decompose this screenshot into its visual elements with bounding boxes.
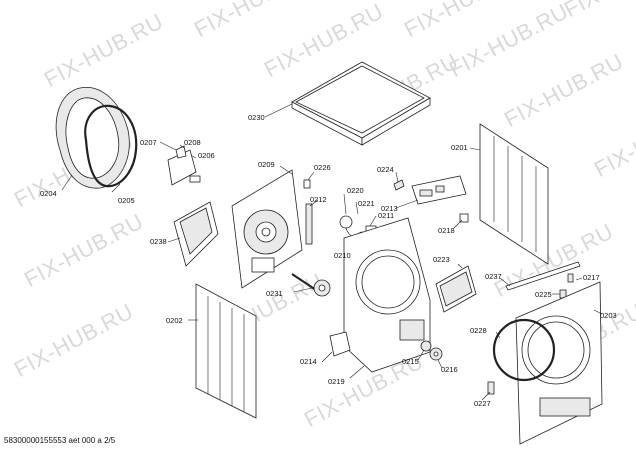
callout-0204: 0204: [40, 189, 57, 198]
callout-0216: 0216: [441, 365, 458, 374]
part-drum-rear-wall[interactable]: [343, 217, 431, 379]
callout-0207: 0207: [140, 138, 157, 147]
part-clip-0226[interactable]: [303, 171, 315, 189]
part-0215[interactable]: [417, 340, 432, 361]
callout-0210: 0210: [334, 251, 351, 260]
part-0227[interactable]: [481, 381, 495, 401]
part-0217[interactable]: [567, 273, 583, 283]
callout-0227: 0227: [474, 399, 491, 408]
part-door-lock[interactable]: [159, 141, 201, 186]
callout-0206: 0206: [198, 151, 215, 160]
part-side-panel-left[interactable]: [188, 283, 257, 419]
callout-0218: 0218: [438, 226, 455, 235]
callout-0202: 0202: [166, 316, 183, 325]
part-axle[interactable]: [291, 273, 331, 297]
part-rod-0212[interactable]: [305, 199, 319, 245]
callout-0221: 0221: [358, 199, 375, 208]
callout-0228: 0228: [470, 326, 487, 335]
callout-0201: 0201: [451, 143, 468, 152]
callout-0215: 0215: [402, 357, 419, 366]
callout-0238: 0238: [150, 237, 167, 246]
part-strip-0237[interactable]: [499, 261, 581, 291]
part-0225[interactable]: [552, 289, 567, 299]
part-0224[interactable]: [393, 171, 405, 191]
callout-0208: 0208: [184, 138, 201, 147]
callout-0223: 0223: [433, 255, 450, 264]
callout-0209: 0209: [258, 160, 275, 169]
part-top-cover[interactable]: [264, 61, 431, 146]
callout-0213: 0213: [381, 204, 398, 213]
part-control-strip[interactable]: [395, 175, 467, 209]
callout-0231: 0231: [266, 289, 283, 298]
callout-0224: 0224: [377, 165, 394, 174]
callout-0217: 0217: [583, 273, 600, 282]
part-bracket[interactable]: [167, 201, 219, 267]
callout-0205: 0205: [118, 196, 135, 205]
part-0218[interactable]: [453, 213, 469, 229]
callout-0214: 0214: [300, 357, 317, 366]
part-0214[interactable]: [321, 331, 351, 363]
part-0216[interactable]: [429, 347, 443, 369]
callout-0237: 0237: [485, 272, 502, 281]
part-filter-0223[interactable]: [435, 263, 477, 313]
callout-0212: 0212: [310, 195, 327, 204]
callout-0230: 0230: [248, 113, 265, 122]
callout-0211: 0211: [378, 211, 394, 220]
callout-0226: 0226: [314, 163, 331, 172]
callout-0225: 0225: [535, 290, 552, 299]
part-side-panel-right[interactable]: [469, 123, 549, 265]
part-door-seal-0228[interactable]: [492, 318, 556, 382]
callout-0220: 0220: [347, 186, 364, 195]
part-front-panel[interactable]: [515, 281, 603, 445]
callout-0203: 0203: [600, 311, 617, 320]
part-rear-panel[interactable]: [231, 165, 303, 289]
part-seal-ring[interactable]: [84, 104, 138, 193]
callout-0219: 0219: [328, 377, 345, 386]
part-door-bellows[interactable]: [55, 87, 130, 191]
document-footer: 58300000155553 aet 000 a 2/5: [4, 436, 116, 445]
